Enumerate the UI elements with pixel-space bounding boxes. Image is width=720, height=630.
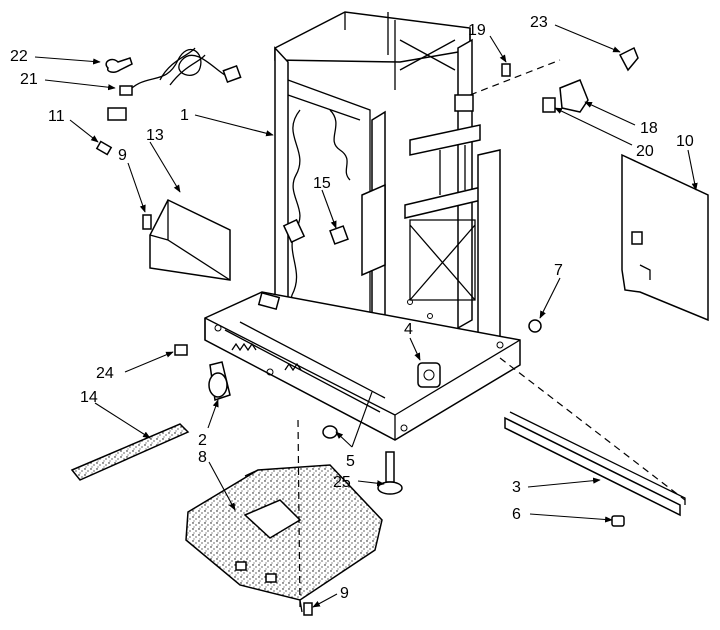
- screw-19: [501, 63, 511, 77]
- foam-strip-14: [70, 423, 190, 481]
- assembly-line-pan: [297, 419, 301, 611]
- callout-21: 21: [20, 71, 38, 88]
- callout-7: 7: [554, 262, 563, 279]
- callout-25: 25: [333, 474, 351, 491]
- side-panel-10: [621, 153, 709, 322]
- callout-4: 4: [404, 321, 413, 338]
- rail-3: [504, 411, 686, 517]
- switch-15: [329, 225, 349, 245]
- assembly-line-bracket: [469, 59, 561, 96]
- callout-9-bottom: 9: [340, 585, 349, 602]
- callout-10: 10: [676, 133, 694, 150]
- callout-19: 19: [468, 22, 486, 39]
- callout-9-top: 9: [118, 147, 127, 164]
- clip-23: [618, 46, 639, 72]
- strain-relief-22: [105, 57, 133, 73]
- callout-23: 23: [530, 14, 548, 31]
- base-pan-8: [185, 464, 383, 613]
- callout-5: 5: [346, 453, 355, 470]
- callout-20: 20: [636, 143, 654, 160]
- callout-13: 13: [146, 127, 164, 144]
- callout-2: 2: [198, 432, 207, 449]
- callout-1: 1: [180, 107, 189, 124]
- callout-8: 8: [198, 449, 207, 466]
- cabinet-base: [204, 291, 521, 441]
- callout-3: 3: [512, 479, 521, 496]
- power-cord: [107, 47, 242, 121]
- part-4: [417, 362, 441, 388]
- callout-24: 24: [96, 365, 114, 382]
- callout-15: 15: [313, 175, 331, 192]
- nut-7: [528, 319, 542, 333]
- callout-22: 22: [10, 48, 28, 65]
- callout-18: 18: [640, 120, 658, 137]
- screw-6: [611, 515, 625, 527]
- screw-24: [174, 344, 188, 356]
- screw-11: [95, 140, 113, 156]
- callout-labels: 22 21 11 9 13 1 15 19 23 18 20 10 7 4 24…: [10, 14, 694, 602]
- assembly-line-rail: [499, 357, 686, 501]
- screw-9-top: [142, 214, 152, 230]
- leader-lines: [34, 24, 698, 608]
- callout-14: 14: [80, 389, 98, 406]
- leveling-leg-25: [377, 451, 403, 495]
- shield-13: [149, 199, 231, 281]
- callout-11: 11: [48, 108, 65, 125]
- screw-9-bottom: [303, 602, 313, 616]
- washer-5: [322, 425, 338, 439]
- bracket-18-20: [542, 79, 589, 113]
- caster-2: [208, 361, 231, 401]
- callout-6: 6: [512, 506, 521, 523]
